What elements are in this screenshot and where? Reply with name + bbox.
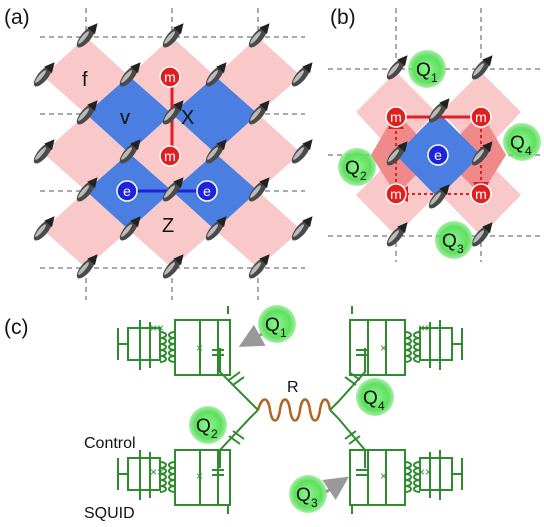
qubit-q2-b: Q 2 <box>338 148 376 186</box>
svg-text:Q: Q <box>345 158 360 179</box>
svg-text:Q: Q <box>265 315 280 336</box>
circuit-left-top <box>117 306 231 376</box>
resonator-coil <box>256 398 332 422</box>
qubit-q4-b: Q 4 <box>503 123 541 161</box>
qubit-q1-b: Q 1 <box>408 50 446 88</box>
gray-pointer-arrow-icon <box>238 324 266 347</box>
control-label: Control <box>84 435 136 452</box>
panel-c: (c) R <box>4 305 463 522</box>
squid-label: SQUID <box>84 505 135 522</box>
e-node-right: e <box>196 180 218 202</box>
qubit-q1-c: Q 1 <box>258 305 296 343</box>
e-node-b: e <box>427 144 449 166</box>
m-node-b-tr: m <box>470 106 492 128</box>
m-node-top: m <box>159 66 181 88</box>
panel-b: (b) <box>328 6 542 262</box>
junction-mark-rb: ×× <box>418 465 432 479</box>
coupling-wires <box>219 348 366 468</box>
svg-text:m: m <box>475 109 487 125</box>
svg-text:Q: Q <box>442 231 457 252</box>
svg-text:Q: Q <box>510 133 525 154</box>
circuit-right-top <box>349 306 463 376</box>
m-node-b-tl: m <box>385 106 407 128</box>
svg-text:3: 3 <box>311 496 318 510</box>
junction-mark-rt: ×× <box>418 321 432 335</box>
junction-mark-rb2: × <box>380 469 387 483</box>
svg-text:m: m <box>390 186 402 202</box>
qubit-q4-c: Q 4 <box>356 378 394 416</box>
svg-text:1: 1 <box>280 326 287 340</box>
m-node-b-bl: m <box>385 183 407 205</box>
svg-text:Q: Q <box>296 485 311 506</box>
svg-text:Q: Q <box>196 416 211 437</box>
circuit-right-bottom <box>349 449 463 514</box>
z-operator-label: Z <box>162 215 174 237</box>
gray-pointer-arrow-icon <box>322 476 349 500</box>
vertex-label: v <box>120 107 130 129</box>
svg-text:e: e <box>434 147 442 163</box>
x-operator-label: X <box>181 107 194 129</box>
spin-arrows-b <box>386 55 493 247</box>
resonator-label: R <box>287 379 299 396</box>
svg-text:3: 3 <box>457 242 464 256</box>
svg-text:1: 1 <box>431 71 438 85</box>
junction-mark-lb: ×× <box>150 465 164 479</box>
panel-a: (a) <box>4 6 313 300</box>
qubit-q2-c: Q 2 <box>189 406 227 444</box>
svg-text:e: e <box>203 183 211 199</box>
svg-text:2: 2 <box>360 169 367 183</box>
svg-text:e: e <box>123 183 131 199</box>
spin-arrows-a <box>33 23 313 279</box>
svg-text:m: m <box>475 186 487 202</box>
m-node-bottom: m <box>159 145 181 167</box>
panel-c-label: (c) <box>4 316 29 339</box>
svg-text:m: m <box>164 69 176 85</box>
junction-mark-lt: ×× <box>150 321 164 335</box>
svg-text:Q: Q <box>416 60 431 81</box>
panel-b-label: (b) <box>330 6 356 29</box>
qubit-q3-b: Q 3 <box>435 221 473 259</box>
svg-text:Q: Q <box>363 388 378 409</box>
svg-text:2: 2 <box>211 427 218 441</box>
face-label: f <box>82 69 88 91</box>
junction-mark-rt2: × <box>380 341 387 355</box>
svg-text:4: 4 <box>525 144 532 158</box>
svg-text:4: 4 <box>378 399 385 413</box>
svg-text:m: m <box>390 109 402 125</box>
junction-mark-lb2: × <box>196 469 203 483</box>
panel-a-label: (a) <box>4 6 30 29</box>
e-node-left: e <box>116 180 138 202</box>
svg-text:m: m <box>164 148 176 164</box>
qubit-q3-c: Q 3 <box>289 475 327 513</box>
junction-mark-lt2: × <box>196 341 203 355</box>
circuit-left-bottom <box>117 449 231 514</box>
m-node-b-br: m <box>470 183 492 205</box>
